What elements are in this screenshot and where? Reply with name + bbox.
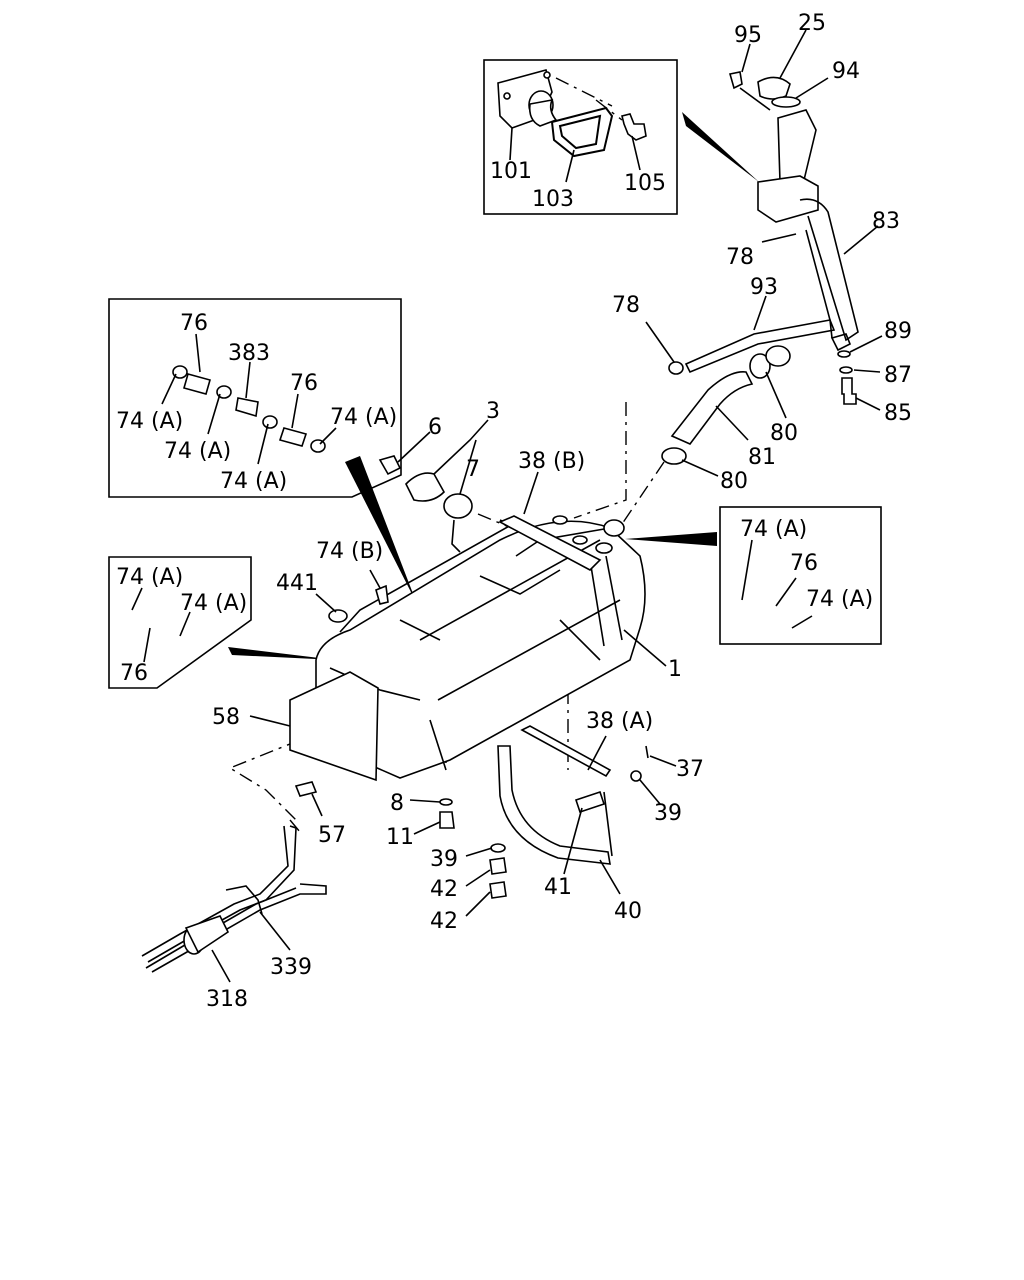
- bolt-57: [294, 781, 318, 797]
- label-74a-1: 74 (A): [116, 409, 183, 434]
- filler-bracket-101: [497, 69, 558, 129]
- label-8: 8: [390, 791, 404, 816]
- label-83: 83: [872, 209, 900, 234]
- label-318: 318: [206, 987, 248, 1012]
- label-39: 39: [430, 847, 458, 872]
- strap-38a: [520, 725, 612, 778]
- label-25: 25: [798, 11, 826, 36]
- label-7: 7: [466, 457, 480, 482]
- label-74b: 74 (B): [316, 539, 383, 564]
- label-38a: 38 (A): [586, 709, 653, 734]
- nut-42-upper: [489, 857, 507, 875]
- rubber-hose-81: [670, 371, 754, 445]
- inset-box-hose-connector: [108, 298, 402, 498]
- label-74a-left-2: 74 (A): [180, 591, 247, 616]
- label-383: 383: [228, 341, 270, 366]
- clamp-78-lower: [668, 361, 684, 375]
- washer-39: [490, 843, 506, 853]
- label-1: 1: [668, 657, 682, 682]
- pointer-wedge-left-inset: [228, 647, 336, 660]
- label-89: 89: [884, 319, 912, 344]
- inset-box-right-hose: [719, 506, 882, 645]
- pointer-wedge-filler: [682, 112, 759, 182]
- cap-25: [757, 76, 791, 100]
- label-95: 95: [734, 23, 762, 48]
- label-74a-right-2: 74 (A): [806, 587, 873, 612]
- label-74a-right-1: 74 (A): [740, 517, 807, 542]
- pin-37: [645, 745, 649, 759]
- label-74a-3: 74 (A): [164, 439, 231, 464]
- label-58: 58: [212, 705, 240, 730]
- nut-42-lower: [489, 881, 507, 899]
- strap-38b: [498, 515, 602, 571]
- label-40: 40: [614, 899, 642, 924]
- label-57: 57: [318, 823, 346, 848]
- label-101: 101: [490, 159, 532, 184]
- label-41: 41: [544, 875, 572, 900]
- label-85: 85: [884, 401, 912, 426]
- label-42-upper: 42: [430, 877, 458, 902]
- seal-94: [771, 96, 801, 108]
- label-78-lower: 78: [612, 293, 640, 318]
- pointer-wedge-right-inset: [625, 532, 717, 546]
- inset-box-left-hose: [108, 556, 252, 689]
- label-94: 94: [832, 59, 860, 84]
- heat-shield-58: [289, 671, 379, 782]
- label-80-lower: 80: [720, 469, 748, 494]
- washer-8: [439, 798, 453, 806]
- label-80-upper: 80: [770, 421, 798, 446]
- label-39-right: 39: [654, 801, 682, 826]
- label-103: 103: [532, 187, 574, 212]
- breather-hose-93: [684, 319, 836, 374]
- fuel-lines-318: [141, 825, 327, 973]
- label-81: 81: [748, 445, 776, 470]
- filler-pipe-83: [757, 109, 859, 352]
- label-76-left: 76: [120, 661, 148, 686]
- filler-gasket-103: [550, 106, 614, 158]
- clamp-339: [225, 885, 263, 915]
- label-37: 37: [676, 757, 704, 782]
- screw-95: [728, 71, 743, 90]
- clamp-80-lower: [661, 447, 687, 465]
- label-87: 87: [884, 363, 912, 388]
- label-339: 339: [270, 955, 312, 980]
- leader-lines: [131, 29, 883, 983]
- washer-89: [837, 350, 851, 358]
- label-93: 93: [750, 275, 778, 300]
- bolt-41: [574, 790, 606, 814]
- label-78-upper: 78: [726, 245, 754, 270]
- label-76-right: 76: [790, 551, 818, 576]
- label-76-a: 76: [180, 311, 208, 336]
- sender-unit-3: [405, 472, 445, 502]
- washer-87: [839, 366, 853, 374]
- washer-39-right: [630, 770, 642, 782]
- label-74a-left-1: 74 (A): [116, 565, 183, 590]
- label-105: 105: [624, 171, 666, 196]
- filler-bolt-105: [621, 113, 647, 141]
- bolt-85: [841, 377, 857, 405]
- gasket-7: [443, 493, 473, 519]
- label-3: 3: [486, 399, 500, 424]
- grommet-441: [328, 609, 348, 623]
- label-11: 11: [386, 825, 414, 850]
- inset-box-filler-neck: [483, 59, 678, 215]
- label-42-lower: 42: [430, 909, 458, 934]
- clip-74b: [375, 584, 389, 605]
- label-76-b: 76: [290, 371, 318, 396]
- label-6: 6: [428, 415, 442, 440]
- label-38b: 38 (B): [518, 449, 585, 474]
- label-441: 441: [276, 571, 318, 596]
- label-74a-2: 74 (A): [330, 405, 397, 430]
- bracket-40: [497, 745, 611, 865]
- clamp-80-upper: [749, 353, 771, 379]
- bolt-6: [378, 455, 402, 476]
- label-74a-4: 74 (A): [220, 469, 287, 494]
- pointer-wedge-hose-inset: [345, 456, 417, 604]
- bolt-11: [439, 811, 455, 829]
